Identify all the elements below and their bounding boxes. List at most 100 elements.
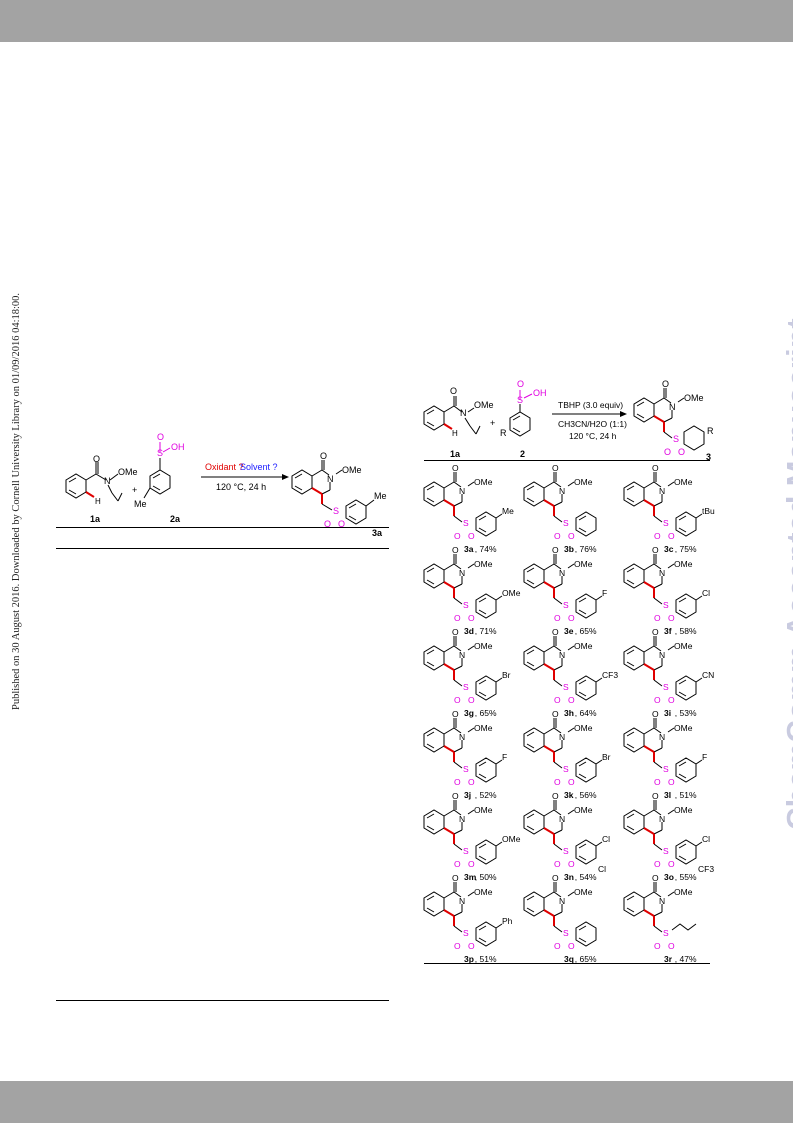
right-reactant-1a-label: 1a bbox=[450, 449, 461, 459]
right-sulfinyl-s: S bbox=[517, 395, 523, 405]
sulfonyl-o-label: O bbox=[654, 859, 661, 869]
product-id-label: 3c bbox=[664, 544, 674, 554]
sulfonyl-s-label: S bbox=[563, 846, 569, 856]
sulfonyl-s-label: S bbox=[563, 928, 569, 938]
sulfonyl-o-label: O bbox=[454, 531, 461, 541]
right-scheme-rule-bottom bbox=[424, 963, 710, 964]
product-id-label: 3i bbox=[664, 708, 671, 718]
sulfonyl-s-label: S bbox=[463, 928, 469, 938]
sulfonyl-o-label: O bbox=[454, 695, 461, 705]
product-so-2: O bbox=[338, 519, 345, 529]
substituent-label: Br bbox=[502, 670, 511, 680]
carbonyl-o-label: O bbox=[552, 709, 559, 719]
sulfonyl-o-label: O bbox=[454, 859, 461, 869]
substituent-label: OMe bbox=[502, 588, 521, 598]
product-id-label: 3g bbox=[464, 708, 474, 718]
carbonyl-o-label: O bbox=[652, 627, 659, 637]
carbonyl-o-label: O bbox=[552, 545, 559, 555]
product-s-label: S bbox=[333, 506, 339, 516]
product-id-label: 3n bbox=[564, 872, 574, 882]
carbonyl-o-label: O bbox=[452, 463, 459, 473]
ome-label: OMe bbox=[674, 641, 693, 651]
top-band bbox=[0, 0, 793, 42]
sulfonyl-s-label: S bbox=[563, 764, 569, 774]
carbonyl-o-label: O bbox=[652, 873, 659, 883]
carbonyl-o-label: O bbox=[552, 791, 559, 801]
sulfonyl-o-label: O bbox=[654, 613, 661, 623]
left-plus: + bbox=[132, 485, 137, 495]
left-h-label: H bbox=[95, 497, 101, 506]
ome-label: OMe bbox=[574, 559, 593, 569]
sulfonyl-o-label: O bbox=[568, 941, 575, 951]
right-sulfinyl-o: O bbox=[517, 379, 524, 389]
substituent-label: CN bbox=[702, 670, 714, 680]
n-label: N bbox=[459, 732, 465, 742]
sulfonyl-s-label: S bbox=[563, 600, 569, 610]
product-yield-label: , 75% bbox=[675, 544, 697, 554]
sulfonyl-s-label: S bbox=[663, 846, 669, 856]
carbonyl-o-label: O bbox=[652, 545, 659, 555]
left-sulfinyl-o: O bbox=[157, 432, 164, 442]
product-id-label: 3j bbox=[464, 790, 471, 800]
sulfonyl-s-label: S bbox=[463, 846, 469, 856]
sulfonyl-o-label: O bbox=[468, 777, 475, 787]
sulfonyl-o-label: O bbox=[554, 695, 561, 705]
solvent-label: Solvent ? bbox=[240, 462, 278, 472]
product-yield-label: , 51% bbox=[675, 790, 697, 800]
sulfonyl-s-label: S bbox=[463, 682, 469, 692]
sulfonyl-o-label: O bbox=[468, 859, 475, 869]
sulfonyl-o-label: O bbox=[654, 777, 661, 787]
sulfonyl-s-label: S bbox=[563, 682, 569, 692]
product-id-label: 3p bbox=[464, 954, 474, 964]
n-label: N bbox=[659, 486, 665, 496]
product-n-label: N bbox=[327, 474, 334, 484]
sulfonyl-o-label: O bbox=[468, 613, 475, 623]
left-n-label: N bbox=[104, 476, 111, 486]
substituent-label: F bbox=[602, 588, 607, 598]
ome-label: OMe bbox=[574, 641, 593, 651]
sulfonyl-s-label: S bbox=[663, 682, 669, 692]
product-yield-label: , 47% bbox=[675, 954, 697, 964]
left-oh-label: OH bbox=[171, 442, 185, 452]
carbonyl-o-label: O bbox=[452, 709, 459, 719]
sulfonyl-o-label: O bbox=[554, 613, 561, 623]
product-id-label: 3r bbox=[664, 954, 673, 964]
reactant-2a-structure bbox=[143, 458, 171, 499]
product-id-label: 3m bbox=[464, 872, 477, 882]
sulfonyl-o-label: O bbox=[654, 941, 661, 951]
product-yield-label: , 53% bbox=[675, 708, 697, 718]
reactant-1a-structure bbox=[65, 462, 123, 502]
left-me-label: Me bbox=[134, 499, 147, 509]
product-id-label: 3f bbox=[664, 626, 672, 636]
carbonyl-o-label: O bbox=[652, 463, 659, 473]
substituent-label: tBu bbox=[702, 506, 715, 516]
sulfonyl-o-label: O bbox=[468, 941, 475, 951]
right-reactant-2-label: 2 bbox=[520, 449, 525, 459]
sulfonyl-o-label: O bbox=[454, 777, 461, 787]
ome-label: OMe bbox=[474, 559, 493, 569]
carbonyl-o-label: O bbox=[652, 709, 659, 719]
right-product-o: O bbox=[662, 379, 669, 389]
product-id-label: 3h bbox=[564, 708, 574, 718]
n-label: N bbox=[459, 486, 465, 496]
product-3a-structure bbox=[291, 460, 375, 525]
oxidant-label: Oxidant ? bbox=[205, 462, 244, 472]
substituent-label: Ph bbox=[502, 916, 513, 926]
product-yield-label: , 65% bbox=[575, 626, 597, 636]
sulfonyl-o-label: O bbox=[668, 859, 675, 869]
substituent-label: F bbox=[502, 752, 507, 762]
substituent-label: Cl bbox=[702, 834, 710, 844]
sulfonyl-s-label: S bbox=[663, 764, 669, 774]
right-product-so-2: O bbox=[678, 447, 685, 457]
ome-label: OMe bbox=[674, 887, 693, 897]
n-label: N bbox=[459, 896, 465, 906]
